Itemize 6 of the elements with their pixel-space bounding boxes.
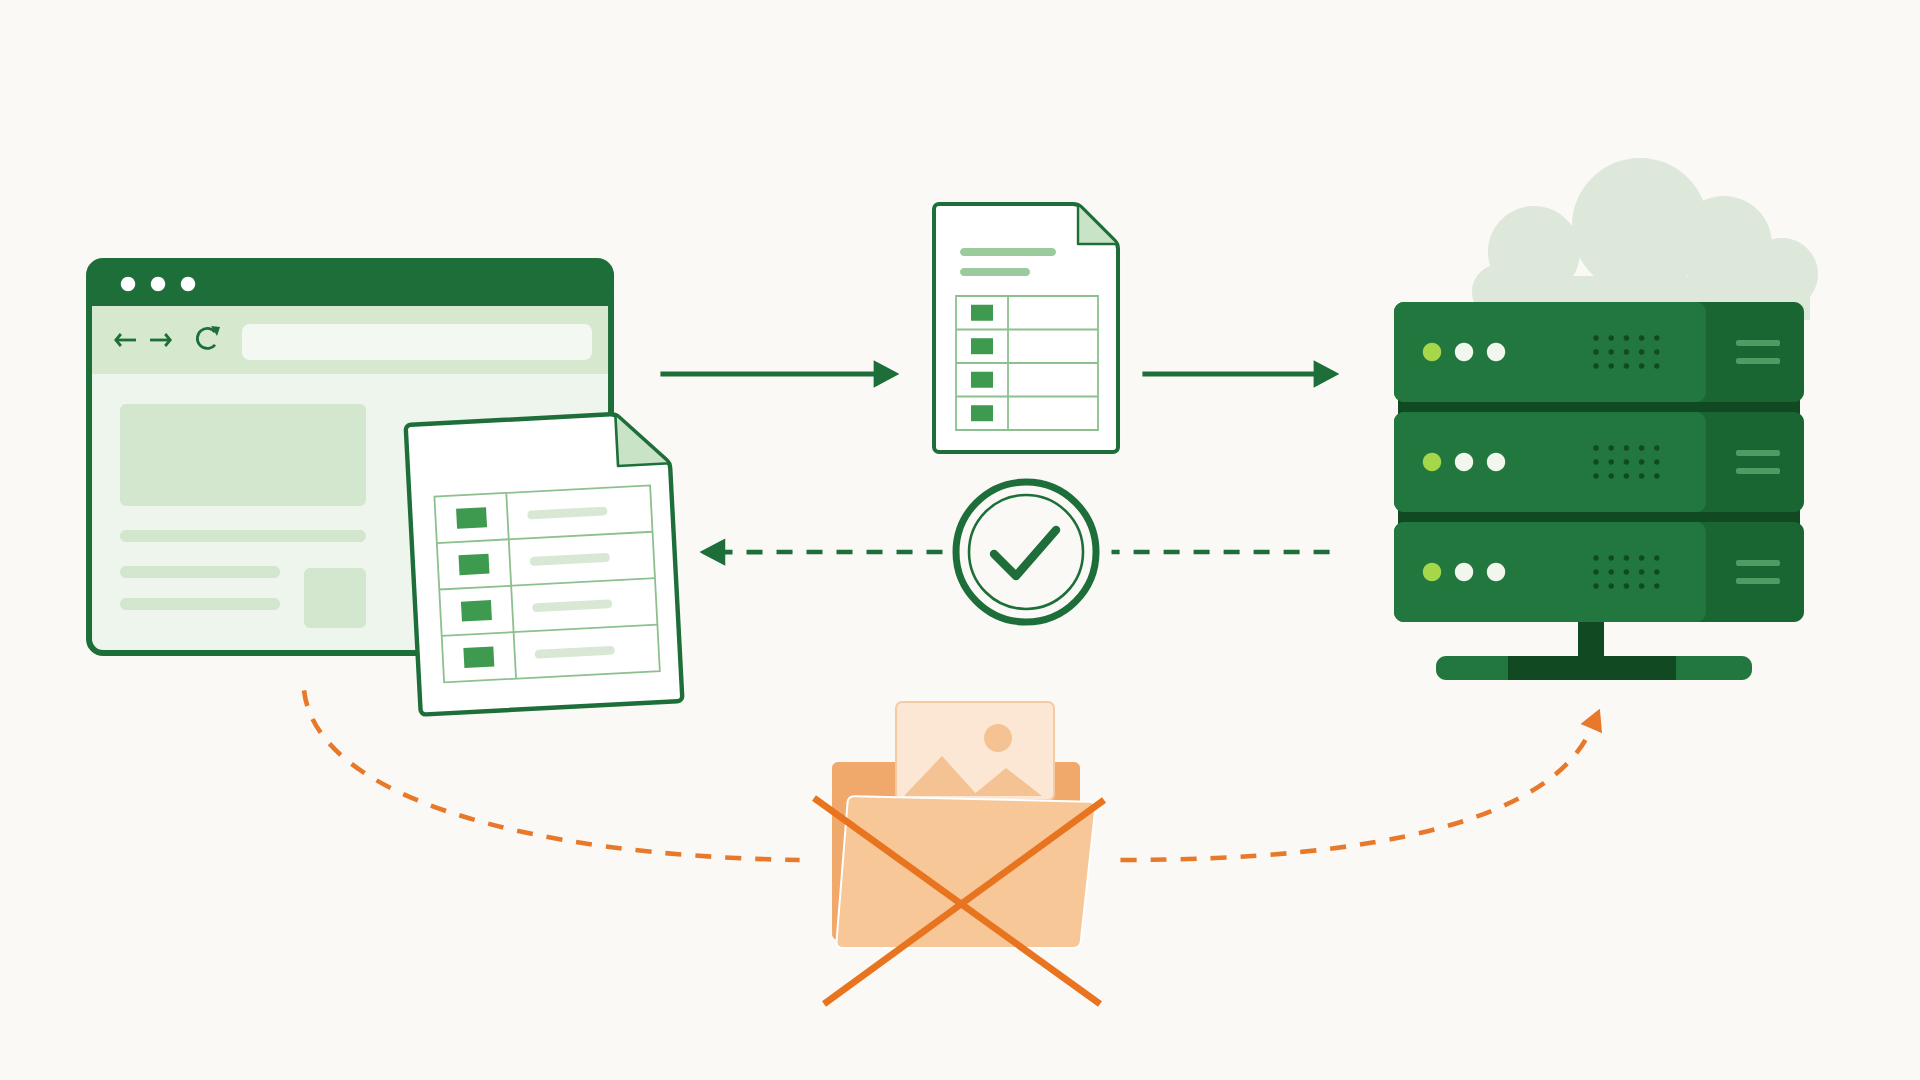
crossed-out-folder [812,701,1106,1007]
spreadsheet-document [403,412,685,717]
check-circle [952,478,1100,626]
connector-line [1111,549,1330,555]
connector-line [301,689,800,863]
spreadsheet-document [932,202,1120,454]
